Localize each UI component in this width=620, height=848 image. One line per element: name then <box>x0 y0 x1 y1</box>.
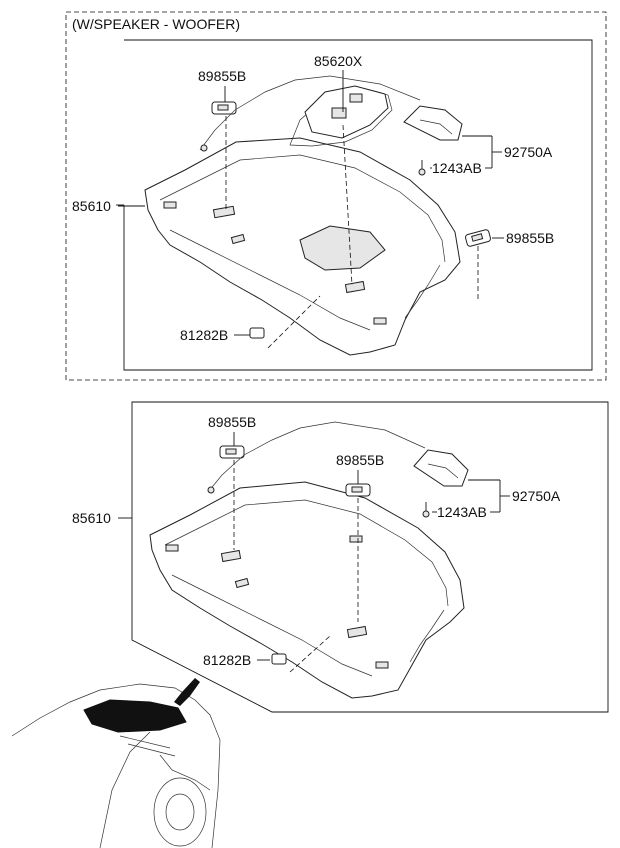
bottom-package-tray <box>149 481 465 699</box>
bottom-label-1243ab: 1243AB <box>437 504 487 520</box>
top-label-1243ab: 1243AB <box>432 160 482 176</box>
top-label-89855b-b: 89855B <box>506 230 554 246</box>
car-location-illustration <box>11 678 221 848</box>
top-clip-89855b-b: 89855B <box>465 229 554 300</box>
bottom-label-81282b: 81282B <box>203 652 251 668</box>
top-package-tray <box>144 87 461 356</box>
bottom-section: 89855B 89855B 92750A 1243AB <box>72 401 609 713</box>
bottom-frame <box>131 401 609 713</box>
top-label-85620x: 85620X <box>314 53 363 69</box>
bottom-label-85610: 85610 <box>72 510 111 526</box>
variant-title: (W/SPEAKER - WOOFER) <box>72 16 240 32</box>
bottom-label-92750a: 92750A <box>512 488 561 504</box>
top-label-89855b-a: 89855B <box>198 68 246 84</box>
bottom-clip-81282b: 81282B <box>203 635 331 673</box>
top-label-85610: 85610 <box>72 198 111 214</box>
top-inner-frame <box>123 39 593 371</box>
top-label-81282b: 81282B <box>180 327 228 343</box>
top-clip-81282b: 81282B <box>180 295 321 349</box>
bottom-label-89855b-b: 89855B <box>336 452 384 468</box>
top-clip-89855b-a: 89855B <box>198 68 246 210</box>
bottom-label-89855b-a: 89855B <box>208 414 256 430</box>
variant-dashed-frame <box>65 11 607 381</box>
top-label-92750a: 92750A <box>504 144 553 160</box>
bottom-speaker-92750a: 92750A 1243AB <box>413 449 561 520</box>
bottom-clip-89855b-b: 89855B <box>336 452 384 622</box>
top-woofer-cover-85620x: 85620X <box>304 53 389 286</box>
top-section: (W/SPEAKER - WOOFER) 85620X <box>65 11 607 381</box>
bottom-clip-89855b-a: 89855B <box>208 414 256 550</box>
top-speaker-92750a: 92750A 1243AB <box>403 105 553 176</box>
